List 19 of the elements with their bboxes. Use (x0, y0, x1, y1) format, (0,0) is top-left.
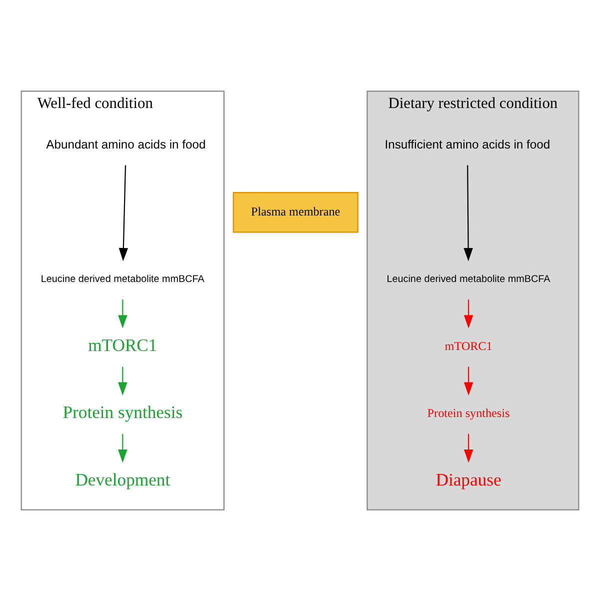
arrow (464, 164, 473, 261)
arrow (464, 433, 474, 462)
node-text: mTORC1 (88, 334, 158, 354)
node-text: mTORC1 (444, 338, 492, 352)
node-text: Protein synthesis (427, 406, 510, 420)
arrow (464, 366, 474, 396)
node-text: Leucine derived metabolite mmBCFA (386, 273, 550, 284)
node-text: Development (75, 468, 170, 489)
arrow (464, 298, 474, 328)
arrow (118, 433, 128, 462)
node-text: Protein synthesis (62, 402, 183, 422)
node-text: Insufficient amino acids in food (384, 136, 550, 151)
arrow (118, 366, 128, 396)
node-text: Abundant amino acids in food (46, 136, 206, 151)
arrow (118, 164, 128, 261)
node-text: Leucine derived metabolite mmBCFA (40, 273, 204, 284)
arrow (118, 298, 128, 328)
label: Plasma membrane (251, 204, 340, 218)
node-text: Diapause (436, 468, 502, 489)
